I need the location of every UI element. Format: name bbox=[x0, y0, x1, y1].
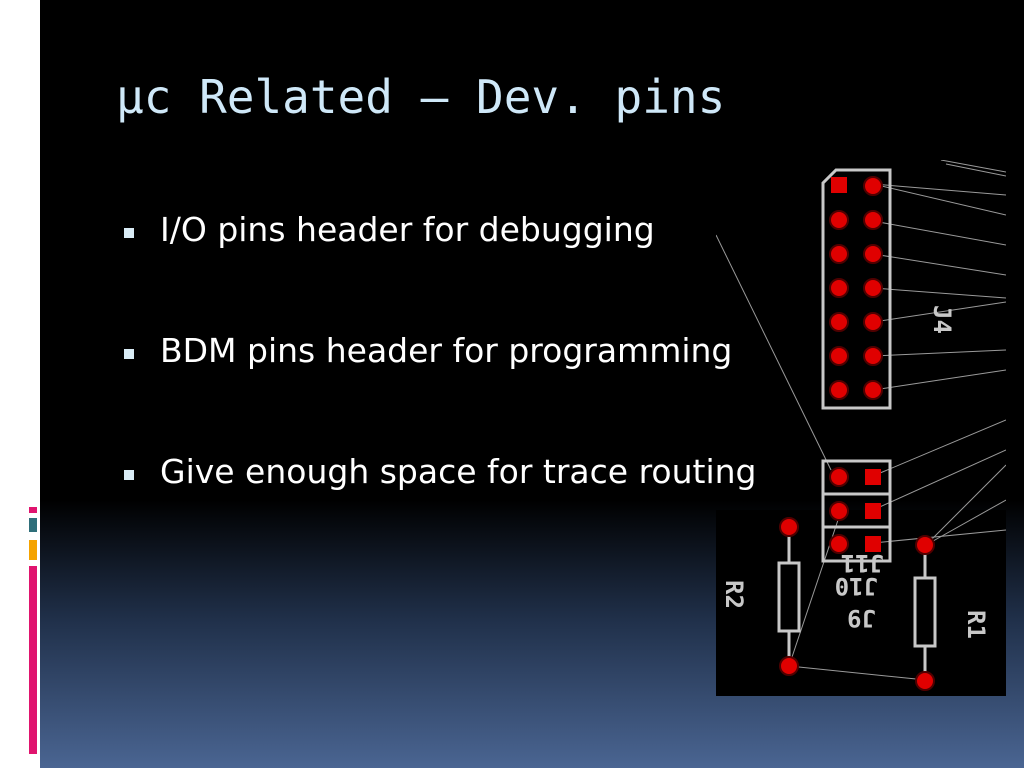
label-r2: R2 bbox=[720, 580, 748, 609]
label-j4: J4 bbox=[928, 305, 956, 334]
bullet-item: I/O pins header for debugging bbox=[124, 210, 756, 331]
accent-bar-magenta-long bbox=[29, 566, 37, 754]
bullet-list: I/O pins header for debugging BDM pins h… bbox=[124, 210, 756, 573]
label-j11: J11 bbox=[841, 549, 884, 577]
accent-bar-teal bbox=[29, 518, 37, 532]
bullet-text: I/O pins header for debugging bbox=[160, 210, 655, 249]
label-j9: J9 bbox=[847, 604, 876, 632]
pcb-layout-image: J4 J11 J10 J9 R2 R1 bbox=[716, 160, 1006, 696]
bullet-item: BDM pins header for programming bbox=[124, 331, 756, 452]
label-r1: R1 bbox=[962, 610, 990, 639]
slide-title: µc Related – Dev. pins bbox=[116, 70, 726, 124]
square-bullet-icon bbox=[124, 470, 134, 480]
bullet-text: BDM pins header for programming bbox=[160, 331, 733, 370]
trace-lines bbox=[716, 160, 1006, 681]
silkscreen-outlines bbox=[777, 168, 937, 681]
accent-bar-orange bbox=[29, 540, 37, 560]
label-j10: J10 bbox=[835, 572, 878, 600]
accent-bar-magenta bbox=[29, 507, 37, 513]
bullet-text: Give enough space for trace routing bbox=[160, 452, 757, 491]
bullet-item: Give enough space for trace routing bbox=[124, 452, 756, 573]
square-bullet-icon bbox=[124, 349, 134, 359]
pcb-pads bbox=[779, 176, 935, 691]
square-bullet-icon bbox=[124, 228, 134, 238]
